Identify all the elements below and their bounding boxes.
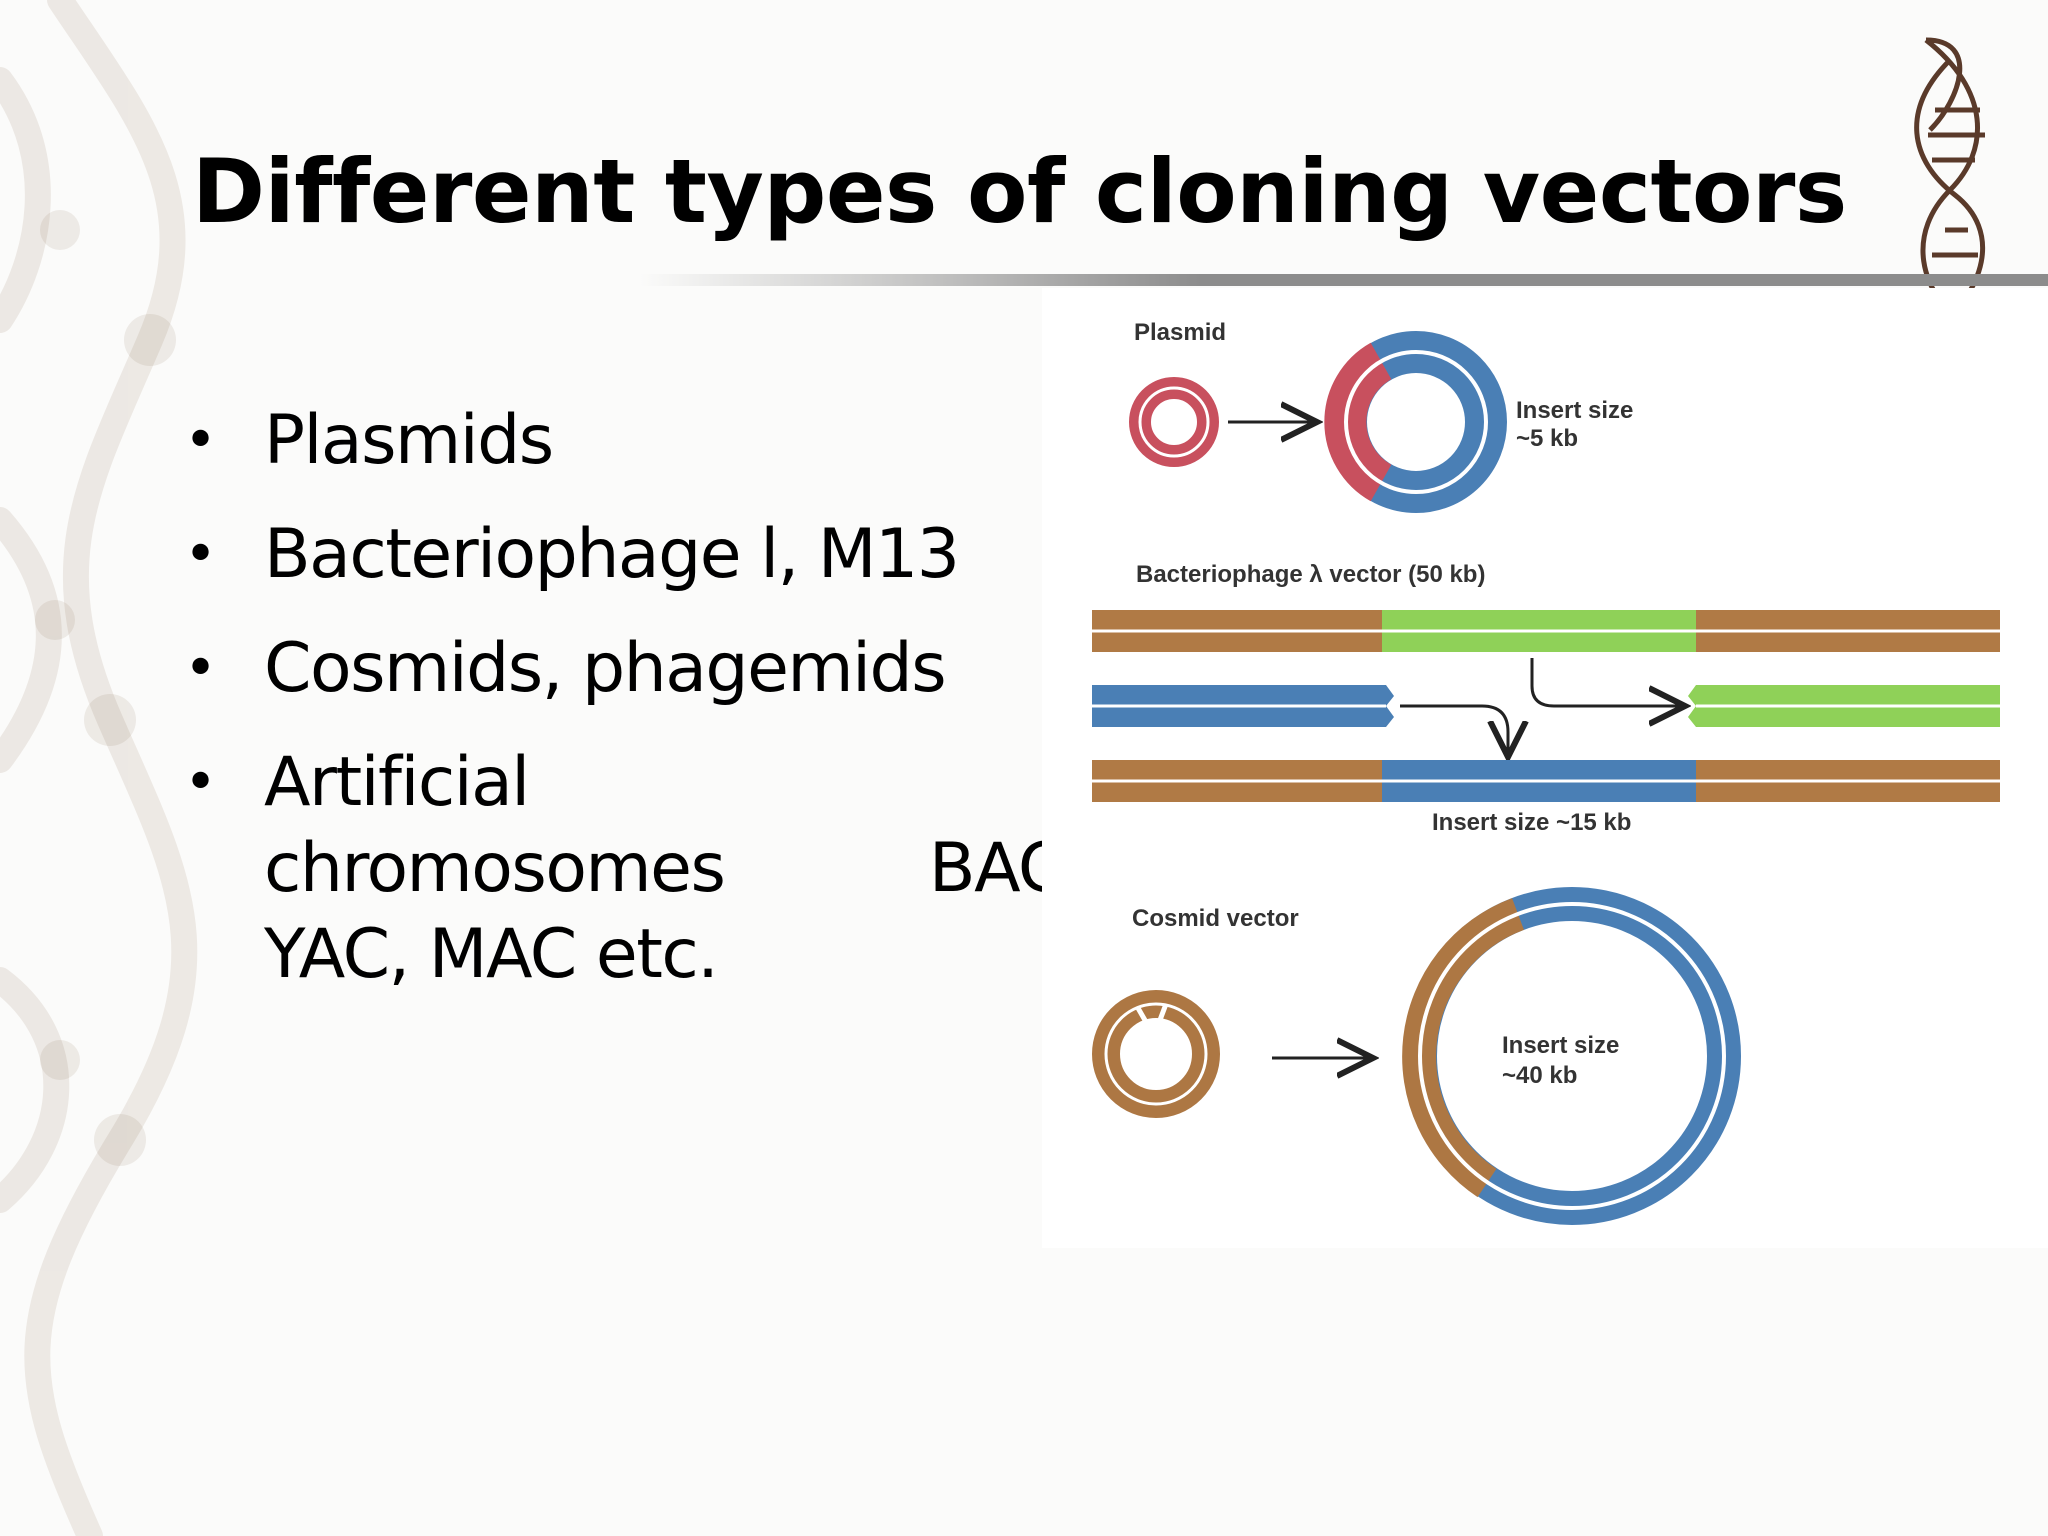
recombinant-cosmid: [1402, 887, 1741, 1225]
bullet-marker: •: [184, 408, 217, 473]
insert-dna: [1092, 685, 1394, 727]
bullet-marker: •: [184, 522, 217, 587]
vector-figure: Plasmid Insert size ~5 kb Bacteriophage …: [1042, 288, 2048, 1248]
bullet-marker: •: [184, 750, 217, 815]
bullet-item: • Cosmids, phagemids: [180, 626, 1084, 712]
bullet-text: Artificial: [264, 743, 530, 822]
lambda-insert-size: Insert size ~15 kb: [1432, 809, 1631, 836]
lambda-vector-dna: [1084, 610, 2008, 652]
recombinant-lambda-dna: [1084, 760, 2008, 802]
bullet-item: • Bacteriophage l, M13: [180, 512, 1084, 598]
title-divider: [640, 274, 2048, 286]
bullet-list: • Plasmids • Bacteriophage l, M13 • Cosm…: [180, 398, 1086, 1026]
slide-title: Different types of cloning vectors: [192, 140, 1847, 243]
bullet-text-justified: chromosomes BAC,: [264, 826, 1086, 912]
insert-arrow: [1400, 704, 1508, 754]
small-cosmid: [1092, 990, 1220, 1118]
lambda-label: Bacteriophage λ vector (50 kb): [1136, 561, 1485, 588]
cosmid-insert-kb: ~40 kb: [1502, 1062, 1577, 1089]
bullet-text: Cosmids, phagemids: [264, 629, 947, 708]
plasmid-insert-kb: ~5 kb: [1516, 425, 1578, 452]
stuffer-arrow: [1530, 658, 1682, 706]
small-plasmid: [1129, 377, 1219, 467]
stuffer-fragment: [1688, 685, 2000, 727]
plasmid-insert-size: Insert size: [1516, 397, 1633, 424]
bullet-text-left: chromosomes: [264, 829, 726, 908]
cosmid-label: Cosmid vector: [1132, 905, 1299, 932]
cosmid-insert-size: Insert size: [1502, 1032, 1619, 1059]
bullet-text: Plasmids: [264, 401, 554, 480]
recombinant-plasmid: [1324, 331, 1507, 513]
plasmid-label: Plasmid: [1134, 319, 1226, 346]
bullet-text: Bacteriophage l, M13: [264, 515, 960, 594]
bullet-text: YAC, MAC etc.: [264, 915, 719, 994]
bullet-item: • Plasmids: [180, 398, 1084, 484]
bullet-item: • Artificial chromosomes BAC, YAC, MAC e…: [180, 740, 1086, 998]
bullet-marker: •: [184, 636, 217, 701]
